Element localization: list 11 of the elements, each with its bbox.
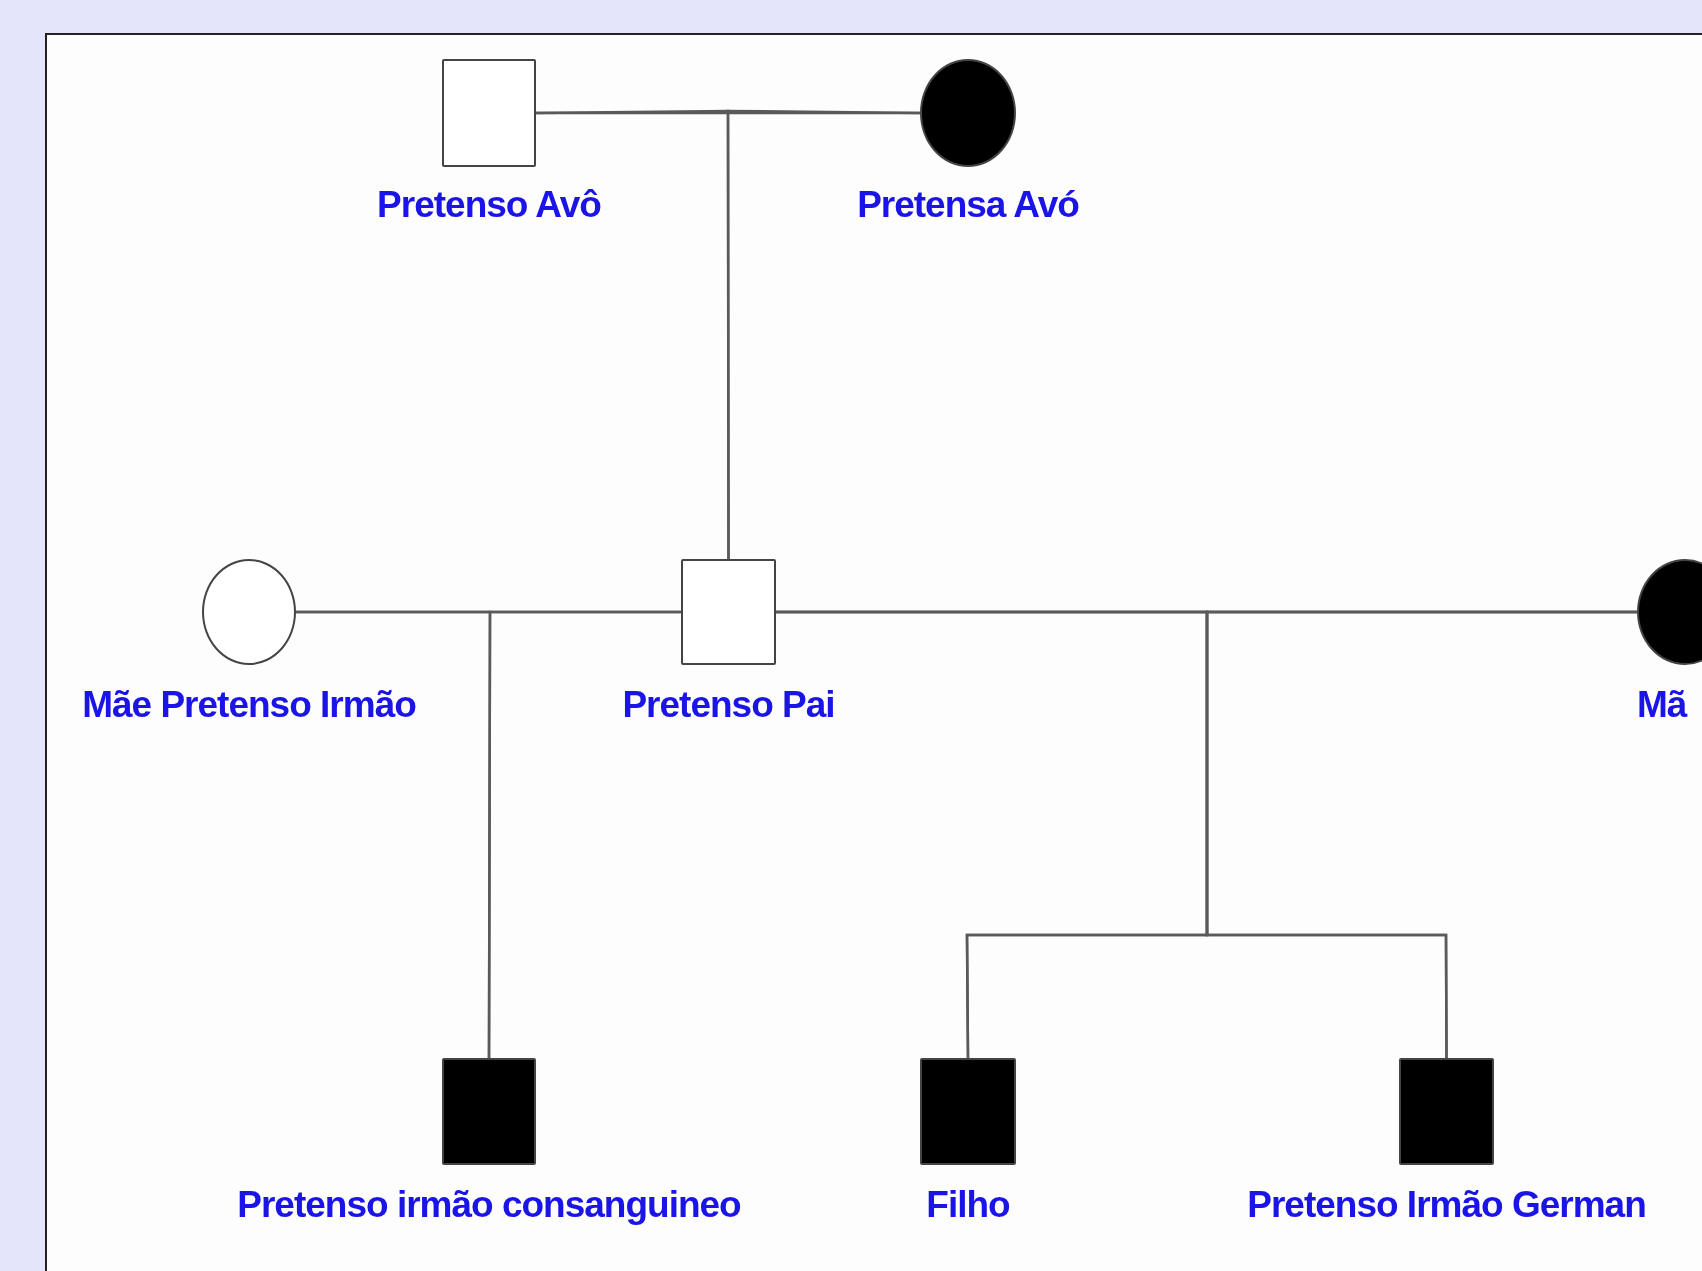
person-label: Pretenso Pai	[622, 685, 835, 726]
pedigree-line	[487, 610, 681, 1058]
person-label: Pretenso Avô	[377, 185, 601, 226]
person-label: Pretensa Avó	[857, 185, 1079, 226]
person-label: Mã	[1637, 685, 1687, 726]
person-label: Pretenso Irmão German	[1247, 1185, 1646, 1226]
person-label: Mãe Pretenso Irmão	[82, 685, 416, 726]
person-label: Filho	[926, 1185, 1010, 1226]
pedigree-line	[726, 109, 920, 559]
person-label: Pretenso irmão consanguineo	[237, 1185, 741, 1226]
pedigree-line	[1205, 610, 1637, 1058]
